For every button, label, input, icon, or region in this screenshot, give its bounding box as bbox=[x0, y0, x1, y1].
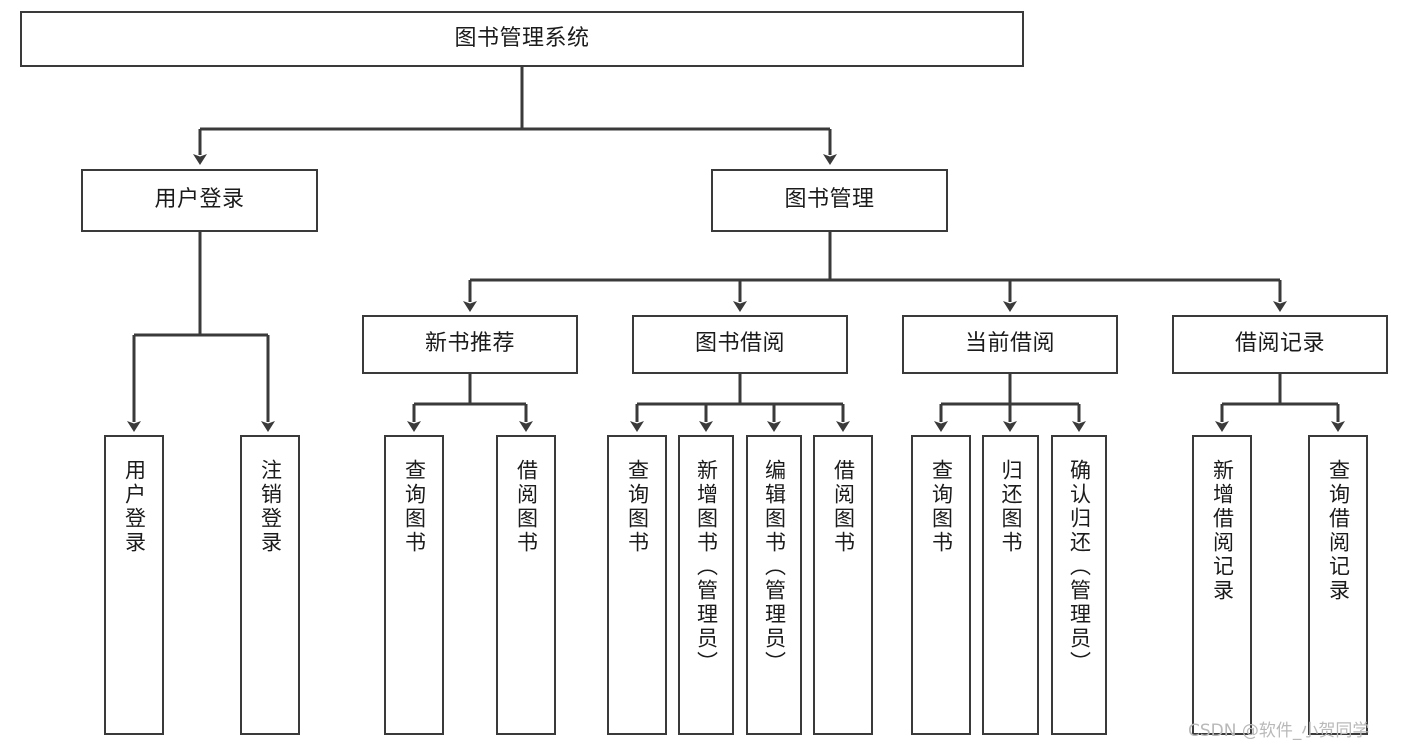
node-label: 借阅图书 bbox=[831, 459, 856, 555]
node-label: 查询图书 bbox=[625, 459, 650, 555]
node-label: 新书推荐 bbox=[424, 331, 515, 357]
node-label: 图书管理 bbox=[784, 187, 875, 213]
node-label: 查询图书 bbox=[402, 459, 427, 555]
node-leaf-query-book-1[interactable]: 查询图书 bbox=[384, 435, 444, 735]
node-leaf-logout[interactable]: 注销登录 bbox=[240, 435, 300, 735]
csdn-watermark: CSDN @软件_小贺同学 bbox=[1188, 721, 1370, 741]
node-leaf-add-book[interactable]: 新增图书（管理员） bbox=[678, 435, 734, 735]
node-leaf-borrow-book-1[interactable]: 借阅图书 bbox=[496, 435, 556, 735]
node-current-borrow[interactable]: 当前借阅 bbox=[902, 315, 1118, 374]
node-book-borrow[interactable]: 图书借阅 bbox=[632, 315, 848, 374]
node-user-login[interactable]: 用户登录 bbox=[81, 169, 318, 232]
node-label: 图书借阅 bbox=[694, 331, 785, 357]
node-leaf-borrow-book-2[interactable]: 借阅图书 bbox=[813, 435, 873, 735]
node-label: 用户登录 bbox=[122, 459, 147, 555]
node-label: 借阅图书 bbox=[514, 459, 539, 555]
node-leaf-user-login[interactable]: 用户登录 bbox=[104, 435, 164, 735]
node-leaf-query-record[interactable]: 查询借阅记录 bbox=[1308, 435, 1368, 735]
node-label: 查询借阅记录 bbox=[1326, 459, 1351, 603]
node-label: 编辑图书（管理员） bbox=[762, 459, 787, 675]
node-leaf-query-book-2[interactable]: 查询图书 bbox=[607, 435, 667, 735]
node-label: 图书管理系统 bbox=[454, 25, 590, 51]
node-label: 新增图书（管理员） bbox=[694, 459, 719, 675]
node-label: 当前借阅 bbox=[964, 331, 1055, 357]
node-leaf-edit-book[interactable]: 编辑图书（管理员） bbox=[746, 435, 802, 735]
node-label: 用户登录 bbox=[154, 187, 245, 213]
node-new-book-recommend[interactable]: 新书推荐 bbox=[362, 315, 578, 374]
node-leaf-return-book[interactable]: 归还图书 bbox=[982, 435, 1039, 735]
node-leaf-confirm-return[interactable]: 确认归还（管理员） bbox=[1051, 435, 1107, 735]
node-label: 查询图书 bbox=[929, 459, 954, 555]
node-label: 新增借阅记录 bbox=[1210, 459, 1235, 603]
node-root-system[interactable]: 图书管理系统 bbox=[20, 11, 1024, 67]
node-borrow-record[interactable]: 借阅记录 bbox=[1172, 315, 1388, 374]
node-leaf-add-record[interactable]: 新增借阅记录 bbox=[1192, 435, 1252, 735]
node-label: 借阅记录 bbox=[1234, 331, 1325, 357]
node-label: 归还图书 bbox=[999, 459, 1023, 555]
node-book-manage[interactable]: 图书管理 bbox=[711, 169, 948, 232]
node-label: 注销登录 bbox=[258, 459, 283, 555]
node-leaf-query-book-3[interactable]: 查询图书 bbox=[911, 435, 971, 735]
node-label: 确认归还（管理员） bbox=[1067, 459, 1092, 675]
